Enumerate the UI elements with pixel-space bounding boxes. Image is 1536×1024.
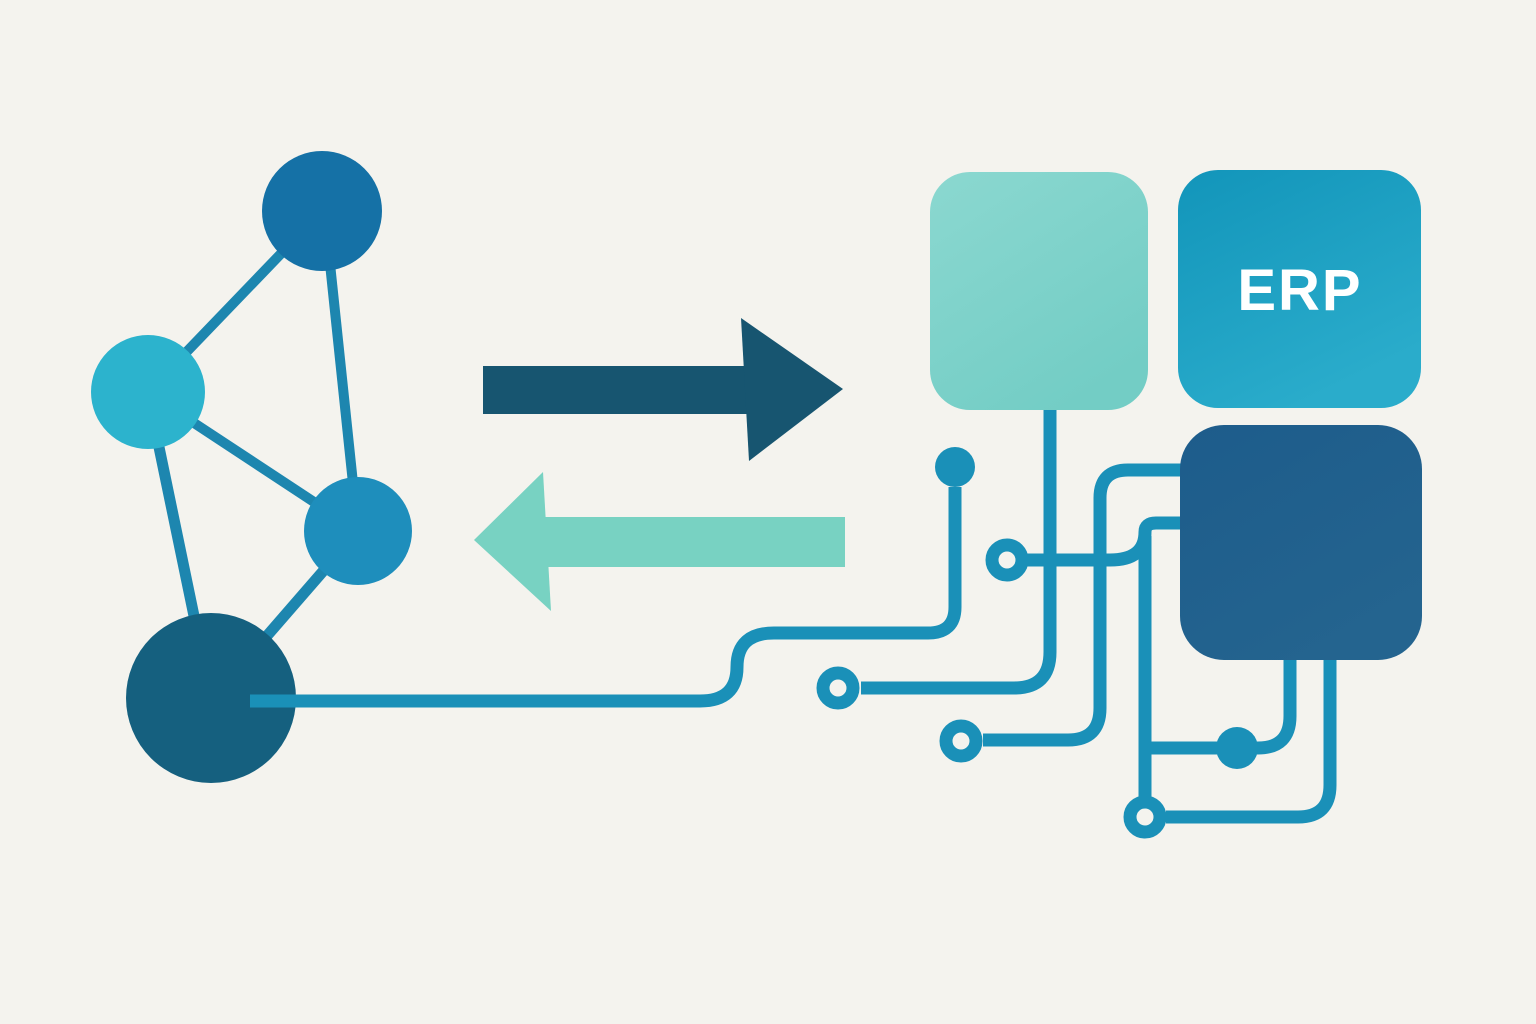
arrow-left-head: [474, 472, 551, 611]
arrow-right-shaft: [483, 366, 783, 414]
erp-label: ERP: [1237, 258, 1362, 323]
trace-network-to-pin: [250, 487, 962, 708]
ring-connector-bottom: [1123, 795, 1167, 839]
pin-dot-top: [935, 447, 975, 487]
trace-navy-square-to-mid-ring: [983, 463, 1182, 747]
network-node-left: [91, 335, 205, 449]
trace-ring-to-navy-square: [1026, 516, 1182, 567]
network-node-bottom: [126, 613, 296, 783]
circuit-traces: [250, 410, 1337, 839]
tile-erp-square: [1178, 170, 1421, 408]
network-graph: [91, 151, 412, 783]
tile-teal-square: [930, 172, 1148, 410]
arrow-left-icon: [474, 472, 845, 611]
arrow-left-shaft: [515, 517, 845, 567]
arrow-right-icon: [483, 318, 843, 461]
trace-branch-dot-to-navy-bottom: [1145, 658, 1297, 755]
ring-connector-mid: [939, 719, 983, 763]
transfer-arrows: [474, 318, 845, 611]
tile-navy-square: [1180, 425, 1422, 660]
pin-dot-bottom: [1216, 727, 1258, 769]
app-tiles: ERP: [930, 170, 1422, 660]
trace-bottom-ring-to-navy-bottom: [1166, 658, 1337, 824]
trace-teal-square-to-ring: [861, 410, 1057, 695]
network-node-top: [262, 151, 382, 271]
ring-connector-left: [816, 666, 860, 710]
arrow-right-head: [741, 318, 843, 461]
network-node-mid: [304, 477, 412, 585]
ring-connector-upper: [985, 538, 1029, 582]
